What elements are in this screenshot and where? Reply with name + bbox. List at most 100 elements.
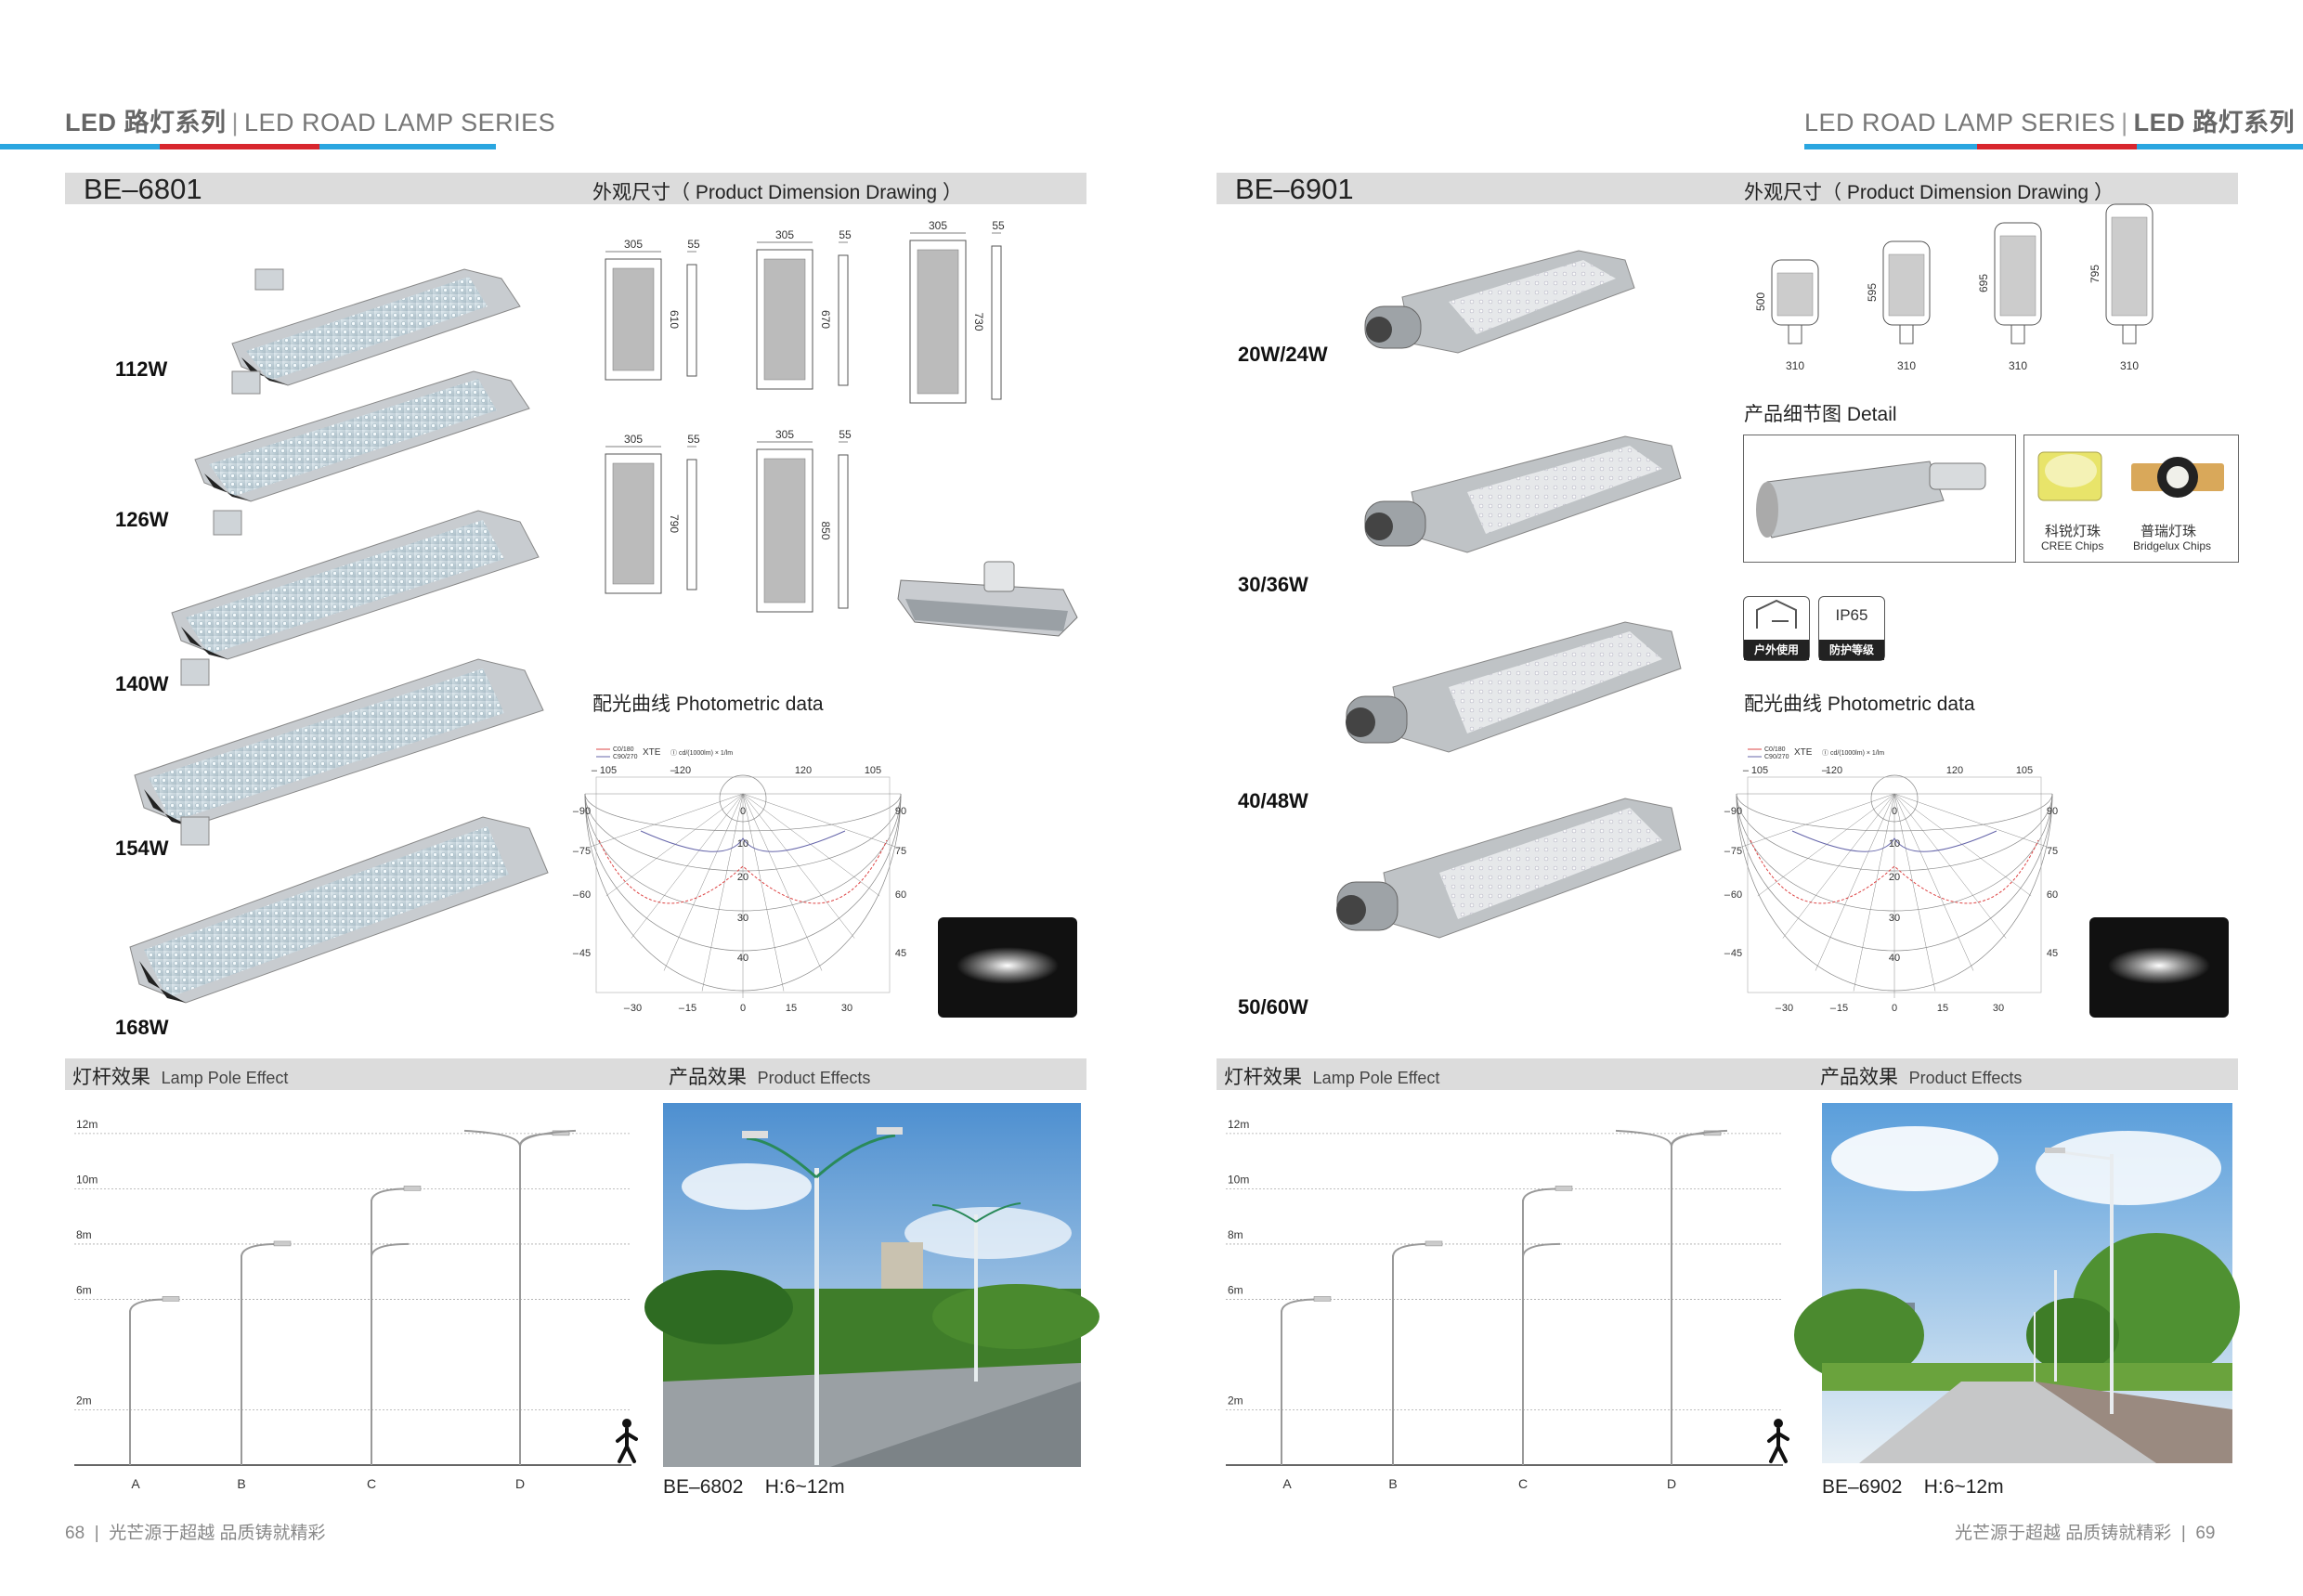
left-header-cn: LED 路灯系列 xyxy=(65,109,227,136)
polar-radial-tick: 0 xyxy=(740,806,746,817)
chip-cree-en: CREE Chips xyxy=(2041,539,2104,552)
left-lamp-images xyxy=(129,268,549,1004)
badge-ip65-top: IP65 xyxy=(1835,606,1868,624)
pedestrian-icon xyxy=(1767,1419,1789,1463)
lamp-30w xyxy=(1364,435,1682,553)
height-label-2: 8m xyxy=(1228,1228,1243,1241)
detail-lamp-image xyxy=(1756,461,1986,538)
polar-spoke xyxy=(1893,793,2048,848)
polar-spoke xyxy=(742,793,880,897)
minus-sign: – xyxy=(592,765,598,776)
dim-depth: 55 xyxy=(687,433,700,446)
minus-sign: – xyxy=(573,846,579,857)
dim-width: 305 xyxy=(775,228,794,241)
dim-width: 305 xyxy=(929,219,947,232)
polar-right-tick: 60 xyxy=(2047,889,2058,901)
polar-spoke xyxy=(1757,793,1895,897)
polar-radial-tick: 0 xyxy=(1892,806,1897,817)
polar-top-tick: 120 xyxy=(674,765,691,776)
right-model-name: BE–6901 xyxy=(1235,173,1354,205)
left-photo-height: H:6~12m xyxy=(764,1476,845,1498)
right-dim-width: 310 xyxy=(1897,359,1916,372)
legend-c0: C0/180 xyxy=(613,746,634,753)
right-header-bar-red xyxy=(1977,144,2137,149)
lamp-50w xyxy=(1336,798,1682,939)
left-footer-slogan: 光芒源于超越 品质铸就精彩 xyxy=(109,1524,326,1543)
left-model-name: BE–6801 xyxy=(84,173,202,205)
polar-spoke xyxy=(701,793,744,992)
dim-width: 305 xyxy=(624,238,643,251)
left-header-en: LED ROAD LAMP SERIES xyxy=(244,109,556,136)
right-dimension-label: 外观尺寸（ Product Dimension Drawing ） xyxy=(1744,182,2114,203)
left-pole-label-en: Lamp Pole Effect xyxy=(161,1069,289,1087)
polar-bottom-tick: 15 xyxy=(1937,1003,1948,1014)
badge-ip65-label: 防护等级 xyxy=(1819,640,1884,660)
polar-radial-tick: 30 xyxy=(1889,913,1900,924)
left-product-photo xyxy=(644,1103,1099,1467)
right-page-number: 69 xyxy=(2195,1524,2216,1543)
right-dim-drawing-2: 595 310 xyxy=(1866,240,1931,372)
pole-3 xyxy=(1522,1186,1573,1465)
polar-radial-tick: 40 xyxy=(737,953,748,964)
right-header-cn: LED 路灯系列 xyxy=(2133,109,2296,136)
polar-brand: XTE xyxy=(1794,747,1813,758)
height-label-3: 6m xyxy=(1228,1283,1243,1296)
pole-letter-1: B xyxy=(1388,1476,1397,1491)
polar-right-tick: 90 xyxy=(895,806,906,817)
right-dim-width: 310 xyxy=(2120,359,2139,372)
right-detail-chips-box: 科锐灯珠 CREE Chips 普瑞灯珠 Bridgelux Chips xyxy=(2023,435,2239,563)
polar-right-tick: 75 xyxy=(2047,846,2058,857)
polar-spoke xyxy=(663,793,744,971)
minus-sign: – xyxy=(670,765,677,776)
polar-right-tick: 60 xyxy=(895,889,906,901)
minus-sign: – xyxy=(573,948,579,959)
height-label-3: 6m xyxy=(76,1283,92,1296)
polar-bottom-tick: 0 xyxy=(740,1003,746,1014)
pole-letter-0: A xyxy=(131,1476,140,1491)
polar-radial-tick: 20 xyxy=(1889,872,1900,883)
dim-depth: 55 xyxy=(839,428,852,441)
pedestrian-icon xyxy=(616,1419,638,1463)
left-photo-caption: BE–6802 H:6~12m xyxy=(663,1476,845,1499)
polar-spoke xyxy=(1893,793,2007,939)
pole-letter-3: D xyxy=(515,1476,525,1491)
polar-bottom-tick: 30 xyxy=(841,1003,852,1014)
height-label-4: 2m xyxy=(1228,1394,1243,1407)
pole-letter-3: D xyxy=(1667,1476,1676,1491)
right-dim-width: 310 xyxy=(1786,359,1804,372)
right-watt-3: 40/48W xyxy=(1238,789,1308,812)
left-watt-3: 140W xyxy=(115,672,169,695)
chip-bridgelux-cn: 普瑞灯珠 xyxy=(2140,524,2197,539)
polar-left-tick: 90 xyxy=(579,806,591,817)
minus-sign: – xyxy=(1724,846,1731,857)
polar-top-tick: 105 xyxy=(600,765,617,776)
pole-2 xyxy=(241,1240,292,1465)
right-dim-height: 500 xyxy=(1754,292,1767,311)
chip-images xyxy=(2037,451,2224,501)
right-photo-height: H:6~12m xyxy=(1923,1476,2004,1498)
polar-right-tick: 45 xyxy=(2047,948,2058,959)
polar-left-tick: 75 xyxy=(1731,846,1742,857)
right-detail-label: 产品细节图 Detail xyxy=(1744,404,1897,425)
polar-brand: XTE xyxy=(643,747,661,758)
pole-letter-0: A xyxy=(1282,1476,1292,1491)
right-effect-label: 产品效果 Product Effects xyxy=(1820,1062,2022,1090)
dim-depth: 55 xyxy=(839,228,852,241)
left-footer: 68 | 光芒源于超越 品质铸就精彩 xyxy=(65,1524,326,1543)
right-dim-height: 595 xyxy=(1866,283,1879,302)
polar-spoke xyxy=(742,793,823,971)
polar-top-tick: 120 xyxy=(795,765,812,776)
polar-left-tick: 45 xyxy=(579,948,591,959)
left-page-number: 68 xyxy=(65,1524,85,1543)
right-photo-caption: BE–6902 H:6~12m xyxy=(1822,1476,2004,1499)
left-photo-model: BE–6802 xyxy=(663,1476,744,1498)
polar-right-tick: 90 xyxy=(2047,806,2058,817)
polar-left-tick: 75 xyxy=(579,846,591,857)
polar-radial-tick: 10 xyxy=(1889,838,1900,850)
left-watt-5: 168W xyxy=(115,1016,169,1039)
lamp-112w xyxy=(231,268,521,386)
